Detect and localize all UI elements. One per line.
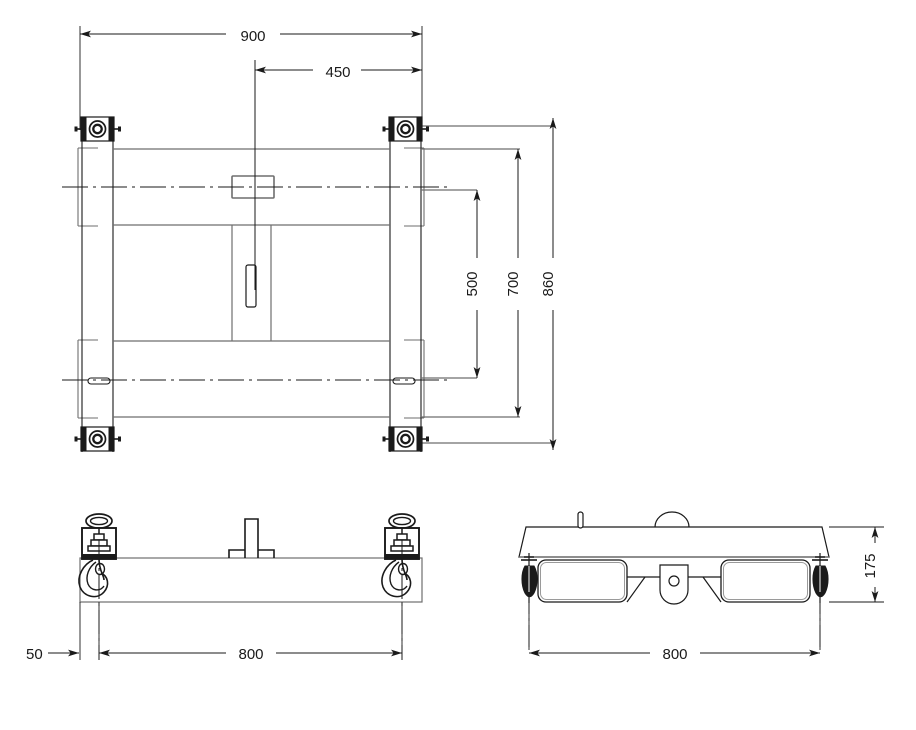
side-view-end-pin-left — [521, 553, 538, 603]
dimension-800-side-label: 800 — [662, 646, 687, 663]
dimension-50: 50 — [26, 646, 79, 663]
top-view-center-slot — [245, 264, 257, 308]
dimension-500: 500 — [464, 190, 487, 378]
top-view-side-plates — [77, 147, 425, 419]
dimension-450-label: 450 — [325, 64, 350, 81]
top-view-right-stile — [389, 117, 422, 452]
caster-mount-top-left — [74, 116, 121, 142]
top-view-rails — [113, 148, 390, 418]
top-view-center-member — [231, 225, 272, 341]
side-view-top-stub-pin — [577, 511, 584, 529]
dimension-800-front-label: 800 — [238, 646, 263, 663]
side-view-center-web — [626, 576, 722, 603]
top-view: 900 450 — [62, 24, 563, 452]
dimension-450: 450 — [255, 60, 422, 81]
dimension-175-label: 175 — [862, 553, 879, 578]
side-view-pivot-lug — [659, 564, 689, 605]
dimension-500-label: 500 — [464, 271, 481, 296]
top-view-rail-extensions — [421, 125, 553, 444]
dimension-860: 860 — [540, 118, 563, 450]
dimension-860-label: 860 — [540, 271, 557, 296]
top-view-extension-lines — [79, 26, 423, 262]
front-view: 50 800 — [26, 513, 423, 663]
dimension-900-label: 900 — [240, 28, 265, 45]
top-view-left-stile — [81, 117, 114, 452]
dimension-800-front: 800 — [99, 643, 402, 663]
top-view-end-slots — [87, 377, 416, 385]
dimension-700: 700 — [505, 149, 528, 417]
dimension-50-label: 50 — [26, 646, 43, 663]
side-view-pocket-right — [720, 559, 811, 603]
side-view-top-arc-boss — [654, 511, 690, 528]
caster-mount-top-right — [382, 116, 429, 142]
dimension-175: 175 — [862, 527, 885, 602]
caster-mount-bottom-left — [74, 426, 121, 452]
front-view-beam-body — [79, 557, 423, 603]
side-view: 175 800 — [518, 511, 885, 663]
dimension-800-side: 800 — [529, 643, 820, 663]
dimension-900: 900 — [80, 24, 422, 45]
top-view-centerlines — [62, 186, 452, 381]
front-view-center-post — [228, 518, 275, 558]
caster-mount-bottom-right — [382, 426, 429, 452]
side-view-top-plate — [518, 526, 830, 558]
side-view-pocket-left — [537, 559, 628, 603]
dimension-700-label: 700 — [505, 271, 522, 296]
